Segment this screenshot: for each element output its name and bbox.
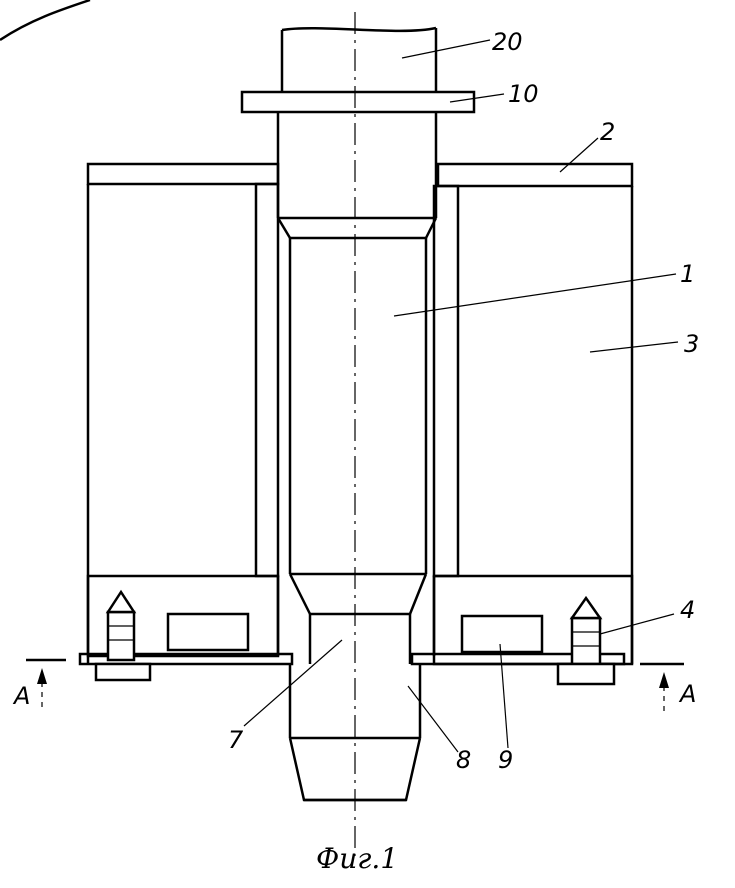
section-label-left: A (12, 682, 30, 710)
label-4: 4 (680, 596, 695, 624)
bottom-base (88, 576, 632, 664)
bolt-left (96, 592, 150, 680)
bolt-right (558, 598, 614, 684)
label-2: 2 (600, 118, 615, 146)
label-20: 20 (492, 28, 523, 56)
section-marker-right (640, 664, 684, 714)
inner-sleeve (256, 184, 458, 576)
label-3: 3 (684, 330, 699, 358)
outer-housing (88, 184, 632, 664)
label-1: 1 (680, 260, 695, 288)
top-plate (88, 164, 632, 186)
figure-caption: Фиг.1 (316, 842, 398, 875)
shaft (242, 28, 474, 218)
punch (278, 218, 436, 664)
label-10: 10 (508, 80, 539, 108)
label-7: 7 (228, 726, 244, 754)
section-marker-left (26, 660, 66, 712)
stray-stroke (0, 0, 90, 40)
label-9: 9 (498, 746, 513, 774)
section-label-right: A (678, 680, 696, 708)
label-8: 8 (456, 746, 471, 774)
